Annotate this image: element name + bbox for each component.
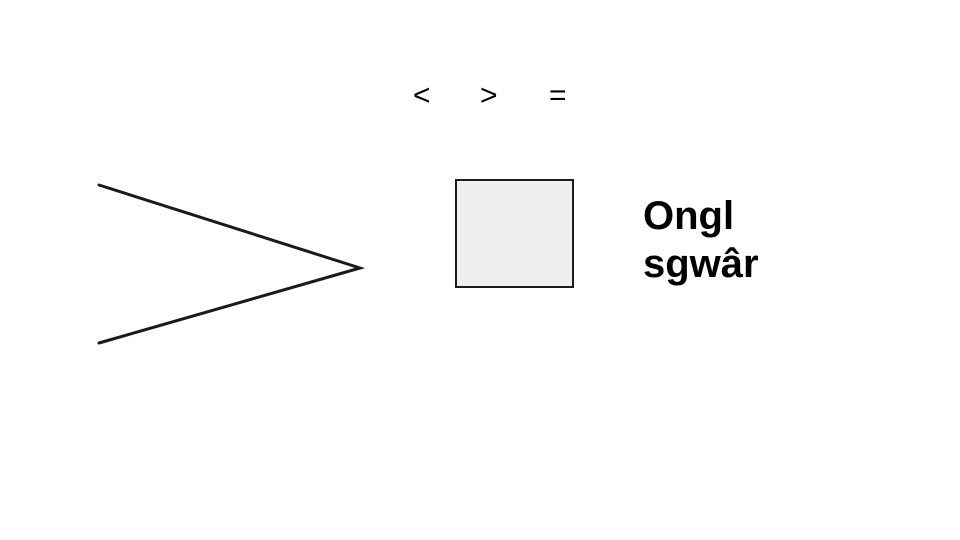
greater-than-symbol[interactable]: > xyxy=(480,79,498,112)
label-line-1: Ongl xyxy=(643,194,735,238)
label-line-2: sgwâr xyxy=(643,242,759,286)
equals-symbol[interactable]: = xyxy=(549,79,567,112)
acute-angle-shape[interactable] xyxy=(97,183,366,345)
right-angle-square[interactable] xyxy=(455,179,574,288)
right-angle-label: Ongl sgwâr xyxy=(643,192,759,288)
comparison-symbols: < > = xyxy=(0,78,960,118)
less-than-symbol[interactable]: < xyxy=(413,79,431,112)
